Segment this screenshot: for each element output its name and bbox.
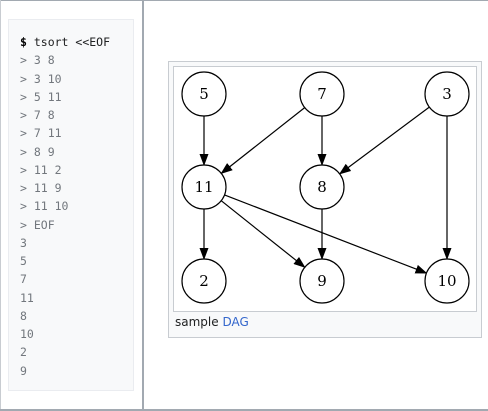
window-top-border (0, 0, 488, 1)
edge-11-10 (224, 194, 428, 274)
node-layer: 5 7 3 11 8 2 9 10 (181, 71, 470, 304)
figure-caption: sample DAG (175, 315, 249, 329)
output-line: 2 (20, 345, 27, 360)
input-line: > 11 9 (20, 181, 62, 195)
input-line: > 3 8 (20, 53, 55, 68)
output-line: 9 (20, 363, 27, 378)
output-line: 7 (20, 272, 27, 287)
node-circle (181, 164, 227, 210)
node-8: 8 (299, 164, 345, 210)
node-circle (299, 71, 345, 117)
edge-3-8 (338, 106, 430, 175)
node-circle (299, 258, 345, 304)
input-line: > 7 11 (20, 126, 62, 141)
caption-prefix: sample (175, 315, 219, 329)
input-line: > 11 10 (20, 199, 69, 214)
input-line: > EOF (20, 217, 55, 232)
node-label: 7 (317, 85, 327, 103)
node-3: 3 (424, 71, 470, 117)
node-circle (299, 164, 345, 210)
node-label: 11 (194, 178, 213, 196)
input-line: > 7 8 (20, 108, 55, 122)
dag-graph: 5 7 3 11 8 2 9 10 (181, 71, 470, 304)
edge-11-9 (220, 200, 306, 268)
node-label: 5 (199, 85, 209, 103)
caption-dag-link[interactable]: DAG (222, 315, 249, 329)
output-line: 5 (20, 254, 27, 268)
dag-figure: 5 7 3 11 8 2 9 10 sample DAG (168, 61, 482, 338)
node-10: 10 (424, 258, 470, 304)
node-label: 2 (199, 272, 209, 290)
output-line: 3 (20, 235, 27, 250)
output-line: 11 (20, 290, 34, 305)
node-label: 8 (317, 178, 327, 196)
node-7: 7 (299, 71, 345, 117)
node-11: 11 (181, 164, 227, 210)
node-circle (424, 71, 470, 117)
node-label: 3 (442, 85, 452, 103)
node-2: 2 (181, 258, 227, 304)
output-line: 8 (20, 308, 27, 323)
edge-7-11 (220, 107, 306, 175)
code-block: $ tsort <<EOF > 3 8 > 3 10 > 5 11 > 7 8 > 7 … (8, 19, 134, 391)
edge-layer (199, 106, 452, 274)
code-lines: $ tsort <<EOF > 3 8 > 3 10 > 5 11 > 7 8 > 7 … (20, 33, 110, 380)
input-line: > 11 2 (20, 162, 62, 177)
node-9: 9 (299, 258, 345, 304)
input-line: > 3 10 (20, 71, 62, 86)
output-line: 10 (20, 327, 34, 341)
column-divider (142, 0, 144, 409)
node-circle (181, 258, 227, 304)
window-left-border (0, 0, 1, 411)
input-line: > 8 9 (20, 144, 55, 159)
node-circle (424, 258, 470, 304)
node-label: 9 (317, 272, 327, 290)
command-line: $ tsort <<EOF (20, 33, 110, 51)
graph-image: 5 7 3 11 8 2 9 10 (173, 66, 477, 312)
node-5: 5 (181, 71, 227, 117)
window-bottom-border (0, 409, 488, 411)
command-text: tsort <<EOF (26, 35, 111, 49)
node-circle (181, 71, 227, 117)
shell-prompt: $ (20, 35, 27, 49)
node-label: 10 (437, 272, 456, 290)
input-line: > 5 11 (20, 89, 62, 104)
